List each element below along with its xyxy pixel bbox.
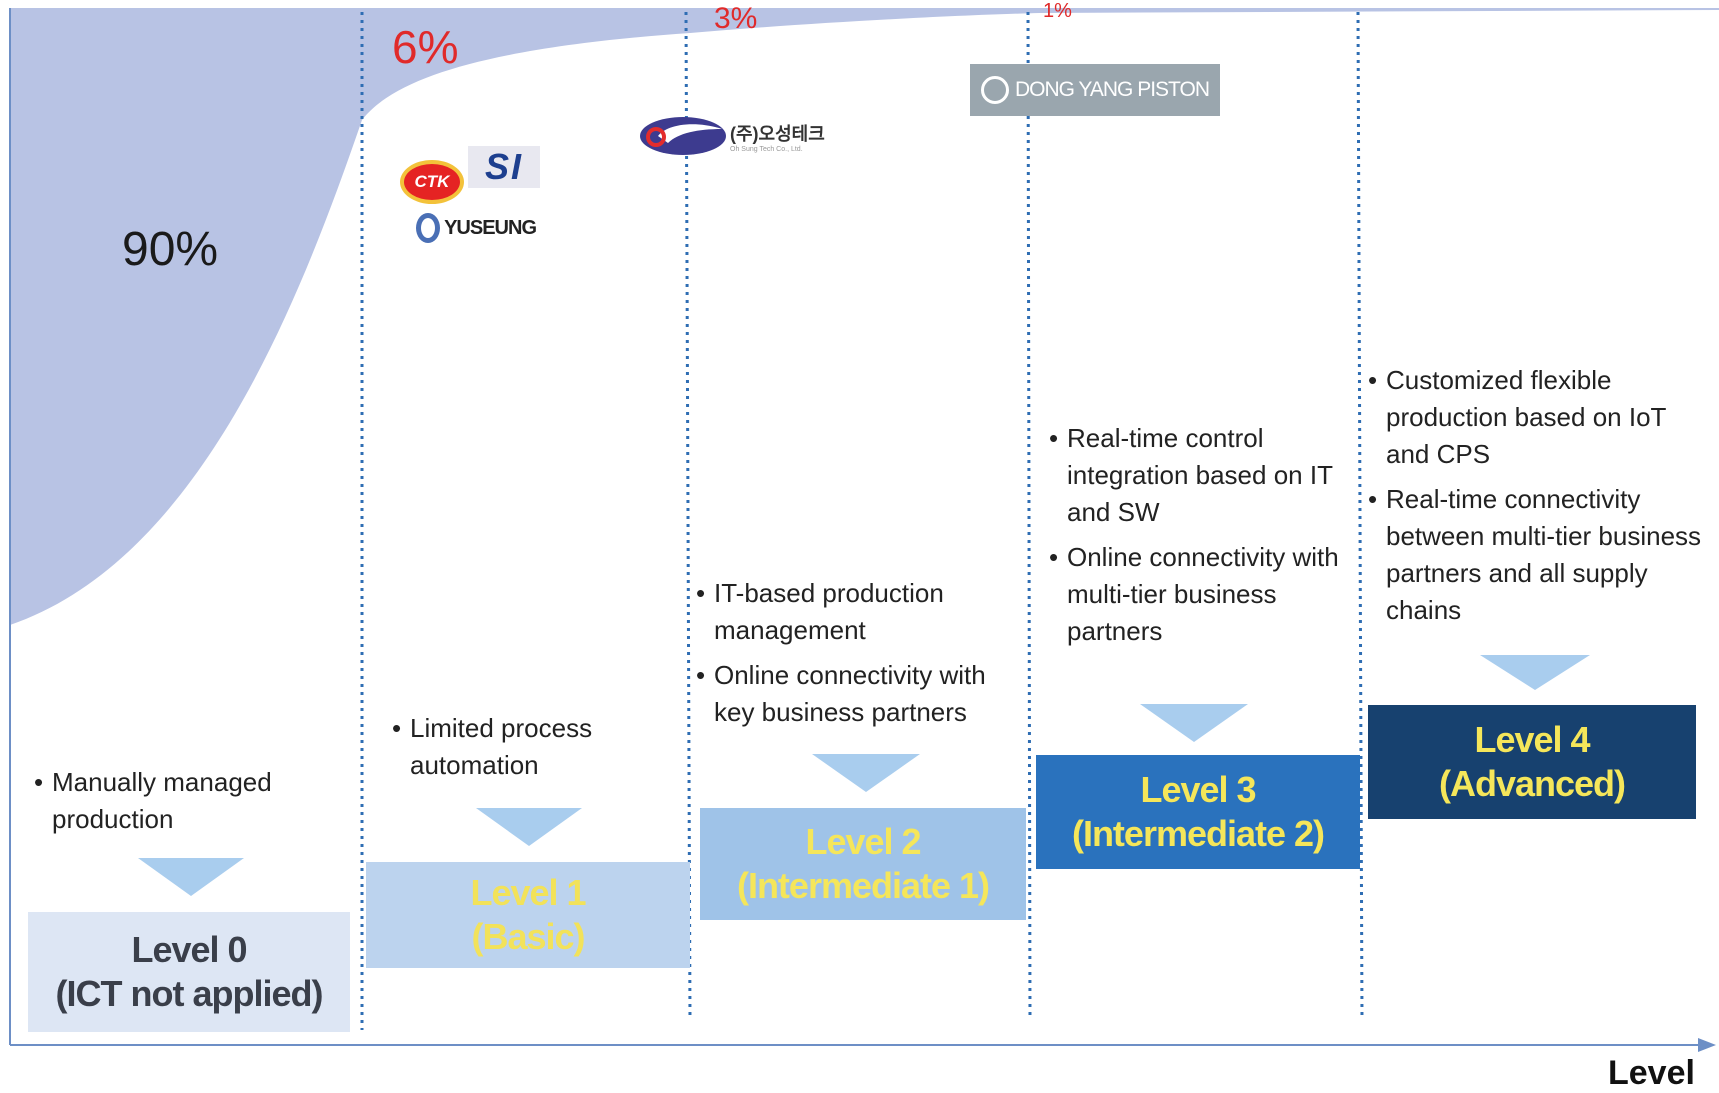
osung-tech-logo: (주)오성테크 Oh Sung Tech Co., Ltd. bbox=[638, 112, 838, 160]
level1-subtitle: (Basic) bbox=[471, 916, 585, 957]
level3-title: Level 3 bbox=[1140, 769, 1256, 810]
down-arrow bbox=[812, 754, 920, 792]
x-axis-label: Level bbox=[1608, 1054, 1695, 1092]
level0-description: Manually managed production bbox=[34, 764, 324, 846]
level0-subtitle: (ICT not applied) bbox=[55, 973, 324, 1014]
level2-bullet: IT-based production management bbox=[696, 575, 1016, 649]
level4-box: Level 4 (Advanced) bbox=[1368, 705, 1696, 819]
level1-title: Level 1 bbox=[470, 872, 586, 913]
level1-description: Limited process automation bbox=[392, 710, 662, 792]
yuseung-logo: YUSEUNG bbox=[416, 208, 537, 248]
divider-line bbox=[684, 11, 692, 1021]
level3-subtitle: (Intermediate 2) bbox=[1071, 813, 1325, 854]
level4-description: Customized flexible production based on … bbox=[1368, 362, 1713, 637]
piston-emblem-icon bbox=[980, 76, 1009, 104]
percent-level1: 6% bbox=[392, 21, 459, 73]
divider-line bbox=[1356, 11, 1364, 1021]
level3-bullet: Online connectivity with multi-tier busi… bbox=[1049, 539, 1339, 650]
yuseung-emblem-icon bbox=[416, 213, 441, 243]
percent-level2: 3% bbox=[714, 2, 758, 35]
level0-bullet: Manually managed production bbox=[34, 764, 324, 838]
level0-title: Level 0 bbox=[131, 929, 247, 970]
level3-bullet: Real-time control integration based on I… bbox=[1049, 420, 1339, 531]
level4-bullet: Customized flexible production based on … bbox=[1368, 362, 1713, 473]
level0-box: Level 0 (ICT not applied) bbox=[28, 912, 350, 1032]
level4-title: Level 4 bbox=[1474, 719, 1590, 760]
percent-level3: 1% bbox=[1043, 0, 1072, 22]
si-logo: SI bbox=[468, 146, 540, 188]
divider-line bbox=[1026, 11, 1032, 1021]
ctk-logo: CTK bbox=[400, 160, 464, 204]
level2-subtitle: (Intermediate 1) bbox=[736, 865, 990, 906]
level3-description: Real-time control integration based on I… bbox=[1049, 420, 1339, 658]
down-arrow bbox=[138, 858, 244, 896]
osung-emblem-icon bbox=[640, 117, 726, 155]
dong-yang-piston-logo: DONG YANG PISTON bbox=[970, 64, 1220, 116]
level1-box: Level 1 (Basic) bbox=[366, 862, 690, 968]
level2-box: Level 2 (Intermediate 1) bbox=[700, 808, 1026, 920]
level3-box: Level 3 (Intermediate 2) bbox=[1036, 755, 1360, 869]
down-arrow bbox=[1480, 655, 1590, 690]
distribution-curve bbox=[10, 8, 1719, 625]
down-arrow bbox=[476, 808, 582, 846]
level4-bullet: Real-time connectivity between multi-tie… bbox=[1368, 481, 1713, 629]
level2-description: IT-based production management Online co… bbox=[696, 575, 1016, 739]
level1-bullet: Limited process automation bbox=[392, 710, 662, 784]
level2-bullet: Online connectivity with key business pa… bbox=[696, 657, 1016, 731]
x-axis-arrowhead bbox=[1698, 1038, 1716, 1052]
down-arrow bbox=[1140, 704, 1248, 742]
percent-level0: 90% bbox=[122, 223, 219, 276]
level2-title: Level 2 bbox=[805, 821, 921, 862]
level4-subtitle: (Advanced) bbox=[1438, 763, 1626, 804]
